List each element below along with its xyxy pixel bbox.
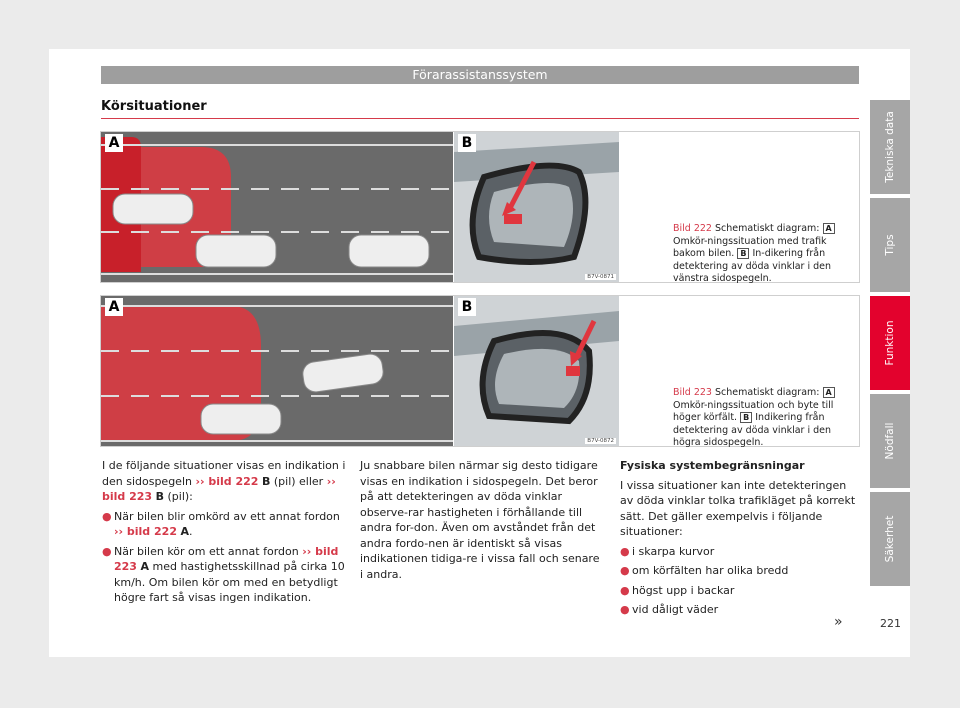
figure-code: B7V-0872 [585, 438, 616, 444]
mirror-illustration [454, 296, 619, 446]
mirror-illustration [454, 132, 619, 282]
panel-letter: B [458, 298, 476, 316]
illustration-mirror-b: B B7V-0871 [454, 132, 619, 282]
tab-label: Säkerhet [884, 515, 896, 563]
continue-arrow-icon: » [834, 614, 843, 630]
list-item: ●om körfälten har olika bredd [620, 564, 789, 577]
title-divider [101, 118, 859, 119]
text-column-1: I de följande situationer visas en indik… [102, 458, 348, 610]
figure-223: A B B7V-0872 Bild 223 Schematiskt diagra… [100, 295, 860, 448]
panel-letter: A [105, 298, 123, 316]
list-item: ● När bilen kör om ett annat fordon ›› b… [102, 544, 345, 605]
illustration-road-a: A [101, 296, 453, 446]
text-column-2: Ju snabbare bilen närmar sig desto tidig… [360, 458, 606, 586]
figure-code: B7V-0871 [585, 274, 616, 280]
figure-label: Bild 223 [673, 387, 712, 398]
road-diagram-illustration [101, 132, 453, 282]
tab-label: Tips [884, 234, 896, 256]
section-title: Körsituationer [101, 99, 207, 114]
tab-nodfall[interactable]: Nödfall [870, 394, 910, 488]
road-diagram-illustration [101, 296, 453, 446]
body-paragraph: I vissa situationer kan inte detektering… [620, 478, 856, 539]
tab-label: Tekniska data [884, 111, 896, 183]
figure-label: Bild 222 [673, 223, 712, 234]
tab-tekniska-data[interactable]: Tekniska data [870, 100, 910, 194]
figure-link[interactable]: ›› bild 222 [195, 474, 259, 488]
tab-funktion[interactable]: Funktion [870, 296, 910, 390]
list-item: ● När bilen blir omkörd av ett annat for… [102, 509, 340, 539]
illustration-mirror-b: B B7V-0872 [454, 296, 619, 446]
page-number: 221 [880, 617, 901, 630]
figure-222: A B B7V-0871 Bild 222 Schematiskt diagra… [100, 131, 860, 286]
figure-link[interactable]: ›› bild 222 [114, 525, 177, 538]
body-paragraph: Ju snabbare bilen närmar sig desto tidig… [360, 459, 600, 581]
panel-letter: A [105, 134, 123, 152]
chapter-header: Förarassistanssystem [101, 66, 859, 84]
figure-link[interactable]: ›› bild 223 [102, 474, 336, 504]
figure-link[interactable]: ›› bild 223 [114, 544, 339, 574]
illustration-road-a: A [101, 132, 453, 282]
tab-label: Nödfall [884, 422, 896, 460]
panel-letter: B [458, 134, 476, 152]
list-item: ●i skarpa kurvor [620, 544, 715, 558]
tab-label: Funktion [884, 320, 896, 366]
figure-caption: Bild 223 Schematiskt diagram: A Omkör-ni… [673, 387, 835, 448]
text-column-3: Fysiska systembegränsningar I vissa situ… [620, 458, 860, 622]
tab-sakerhet[interactable]: Säkerhet [870, 492, 910, 586]
tab-tips[interactable]: Tips [870, 198, 910, 292]
list-item: ●högst upp i backar [620, 583, 735, 597]
subheading: Fysiska systembegränsningar [620, 459, 805, 472]
figure-caption: Bild 222 Schematiskt diagram: A Omkör-ni… [673, 223, 853, 286]
intro-paragraph: I de följande situationer visas en indik… [102, 459, 346, 504]
list-item: ●vid dåligt väder [620, 603, 719, 616]
